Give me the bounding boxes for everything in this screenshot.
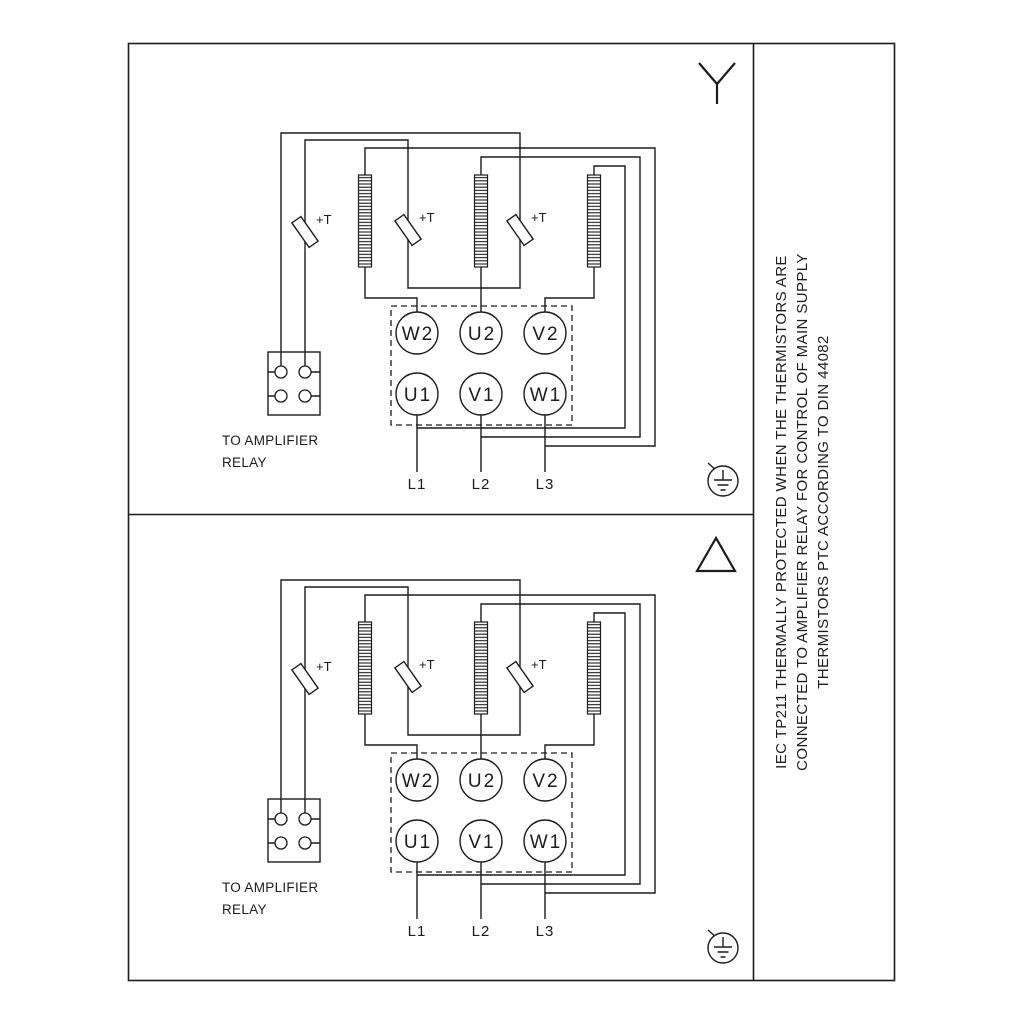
circuit-panel-star <box>221 132 656 494</box>
earth-ground-icon-top <box>707 462 739 497</box>
star-connection-icon <box>698 62 736 104</box>
side-note-line-1: IEC TP211 THERMALLY PROTECTED WHEN THE T… <box>773 255 790 769</box>
circuit-panel-delta <box>221 579 656 941</box>
outer-border <box>127 42 896 982</box>
earth-ground-icon-bottom <box>707 929 739 964</box>
delta-connection-icon <box>695 535 737 573</box>
side-note-line-2: CONNECTED TO AMPLIFIER RELAY FOR CONTROL… <box>794 253 811 771</box>
side-note-line-3: THERMISTORS PTC ACCORDING TO DIN 44082 <box>815 335 832 689</box>
